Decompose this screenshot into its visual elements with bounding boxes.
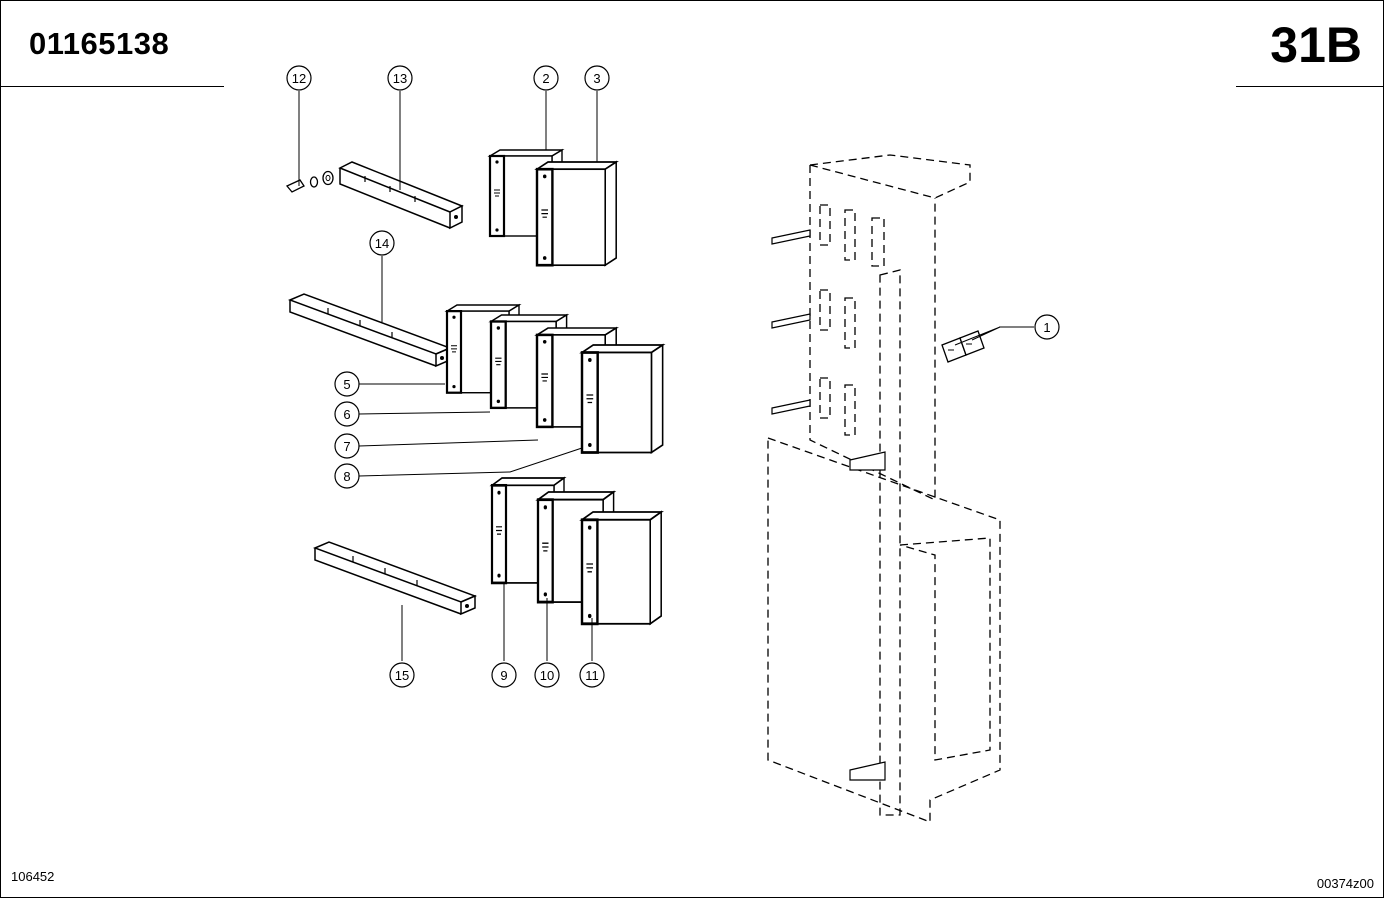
callout-label-15: 15 [395, 668, 409, 683]
mounting-bar-15 [314, 541, 476, 615]
housing-studs [771, 229, 886, 781]
leader-lines [298, 91, 1034, 661]
drawing-number-right: 00374z00 [1316, 876, 1374, 891]
callout-1: 1 [1034, 314, 1060, 340]
callout-14: 14 [369, 230, 395, 256]
callout-label-11: 11 [585, 668, 599, 683]
callout-9: 9 [491, 662, 517, 688]
callout-label-7: 7 [343, 439, 350, 454]
module-3 [535, 160, 618, 267]
callouts: 1 2 3 5 6 7 8 9 10 11 12 13 14 15 [286, 65, 1060, 688]
screw-12 [285, 170, 334, 193]
callout-11: 11 [579, 662, 605, 688]
mounting-bar-13 [338, 161, 464, 230]
header-rule-left [0, 86, 224, 87]
module-11 [580, 510, 663, 626]
callout-label-6: 6 [343, 407, 350, 422]
callout-6: 6 [334, 401, 360, 427]
callout-label-2: 2 [542, 71, 549, 86]
callout-label-12: 12 [292, 71, 306, 86]
housing-panel [767, 154, 1001, 823]
callout-label-5: 5 [343, 377, 350, 392]
callout-3: 3 [584, 65, 610, 91]
callout-label-13: 13 [393, 71, 407, 86]
callout-label-1: 1 [1043, 320, 1050, 335]
callout-10: 10 [534, 662, 560, 688]
drawing-number-left: 106452 [11, 869, 55, 884]
callout-5: 5 [334, 371, 360, 397]
callout-12: 12 [286, 65, 312, 91]
callout-label-8: 8 [343, 469, 350, 484]
callout-2: 2 [533, 65, 559, 91]
document-number: 01165138 [29, 26, 170, 61]
callout-13: 13 [387, 65, 413, 91]
callout-label-3: 3 [593, 71, 600, 86]
callout-label-9: 9 [500, 668, 507, 683]
mounting-bar-14 [289, 293, 451, 367]
header-rule-right [1236, 86, 1384, 87]
callout-15: 15 [389, 662, 415, 688]
module-8 [580, 343, 665, 454]
callout-label-14: 14 [375, 236, 389, 251]
callout-label-10: 10 [540, 668, 554, 683]
section-code: 31B [1270, 17, 1362, 73]
callout-7: 7 [334, 433, 360, 459]
callout-8: 8 [334, 463, 360, 489]
